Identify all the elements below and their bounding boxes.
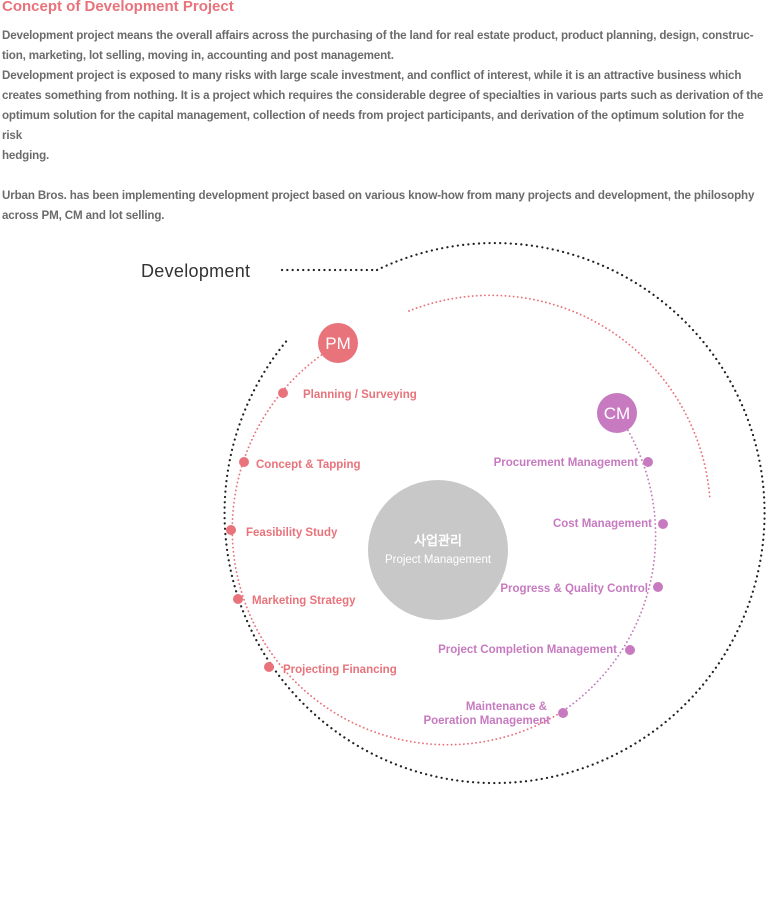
cm-item-procurement: Procurement Management <box>494 457 639 469</box>
cm-node <box>558 708 568 718</box>
cm-arc <box>559 412 657 714</box>
cm-node <box>653 582 663 592</box>
pm-item-marketing: Marketing Strategy <box>252 595 356 607</box>
development-outer-ring <box>223 241 766 785</box>
cm-badge <box>597 393 637 433</box>
cm-item-progress: Progress & Quality Control <box>500 583 648 595</box>
cm-node <box>643 457 653 467</box>
intro-paragraph: Development project means the overall af… <box>2 29 754 62</box>
page-title: Concept of Development Project <box>2 0 234 15</box>
pm-node <box>264 662 274 672</box>
pm-top-arc <box>408 294 711 501</box>
pm-node <box>278 388 288 398</box>
intro-paragraph: Urban Bros. has been implementing develo… <box>2 189 755 222</box>
pm-item-planning: Planning / Surveying <box>303 389 417 401</box>
pm-item-concept: Concept & Tapping <box>256 459 361 471</box>
cm-item-maintenance-line1: Maintenance & <box>466 701 547 713</box>
pm-item-financing: Projecting Financing <box>283 664 397 676</box>
pm-item-feasibility: Feasibility Study <box>246 527 338 539</box>
intro-paragraph: Development project is exposed to many r… <box>2 69 764 162</box>
cm-item-cost: Cost Management <box>553 518 652 530</box>
pm-badge-label: PM <box>325 334 351 353</box>
center-subtitle: Project Management <box>385 554 492 566</box>
cm-item-completion: Project Completion Management <box>438 644 617 656</box>
cm-node <box>658 519 668 529</box>
pm-badge <box>318 323 358 363</box>
cm-node <box>625 645 635 655</box>
cm-item-maintenance-line2: Poeration Management <box>423 715 550 727</box>
cm-badge-label: CM <box>604 404 630 423</box>
center-title: 사업관리 <box>414 533 462 549</box>
intro-text: Development project means the overall af… <box>2 26 764 226</box>
pm-node <box>239 457 249 467</box>
pm-node <box>226 525 236 535</box>
development-label: Development <box>141 261 250 281</box>
pm-node <box>233 594 243 604</box>
center-circle <box>368 480 508 620</box>
